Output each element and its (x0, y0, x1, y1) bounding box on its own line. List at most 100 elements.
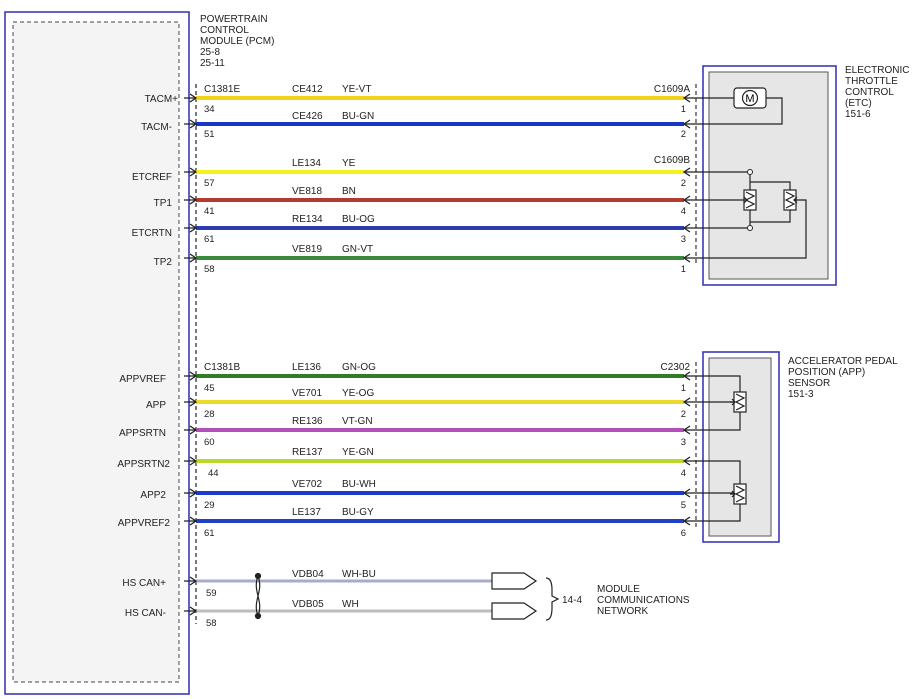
signal-label: APPVREF2 (118, 518, 171, 529)
etc-title-line: 151-6 (845, 109, 871, 120)
connector-label-pcm-top: C1381E (204, 84, 240, 95)
wire-row-tacm-plus: TACM+ 34 CE412 YE-VT 1 (145, 84, 688, 115)
far-pin-number: 2 (681, 129, 686, 140)
signal-label: APP2 (140, 490, 166, 501)
wire-row-tacm-minus: TACM- 51 CE426 BU-GN 2 (141, 111, 686, 140)
far-pin-number: 4 (681, 206, 686, 217)
signal-label: HS CAN+ (122, 578, 166, 589)
network-brace-icon (545, 577, 560, 621)
etc-title-line: (ETC) (845, 98, 872, 109)
app-potentiometer-2-icon (730, 483, 747, 505)
wire-row-appsrtn2: APPSRTN2 44 RE137 YE-GN 4 (117, 447, 686, 479)
wire-row-appvref: APPVREF 45 LE136 GN-OG 1 (119, 362, 686, 394)
circuit-id: VE818 (292, 186, 322, 197)
network-title-line: COMMUNICATIONS (597, 595, 690, 606)
signal-label: APPSRTN2 (117, 459, 170, 470)
pin-number: 29 (204, 500, 215, 511)
far-pin-number: 1 (681, 104, 686, 115)
tp1-potentiometer-icon (742, 189, 757, 211)
motor-symbol: M (745, 93, 754, 105)
can-plus-connector-icon (491, 572, 538, 590)
wire-row-appvref2: APPVREF2 61 LE137 BU-GY 6 (118, 507, 686, 539)
app-internal-wiring (696, 375, 741, 522)
far-pin-number: 3 (681, 437, 686, 448)
pcm-pin-arrows (184, 93, 198, 616)
connector-label-etc-motor: C1609A (654, 84, 690, 95)
can-minus-connector-icon (491, 602, 538, 620)
circuit-id: RE134 (292, 214, 323, 225)
wire-color-code: BU-GN (342, 111, 374, 122)
app-title: ACCELERATOR PEDAL POSITION (APP) SENSOR … (788, 356, 898, 400)
far-pin-number: 2 (681, 409, 686, 420)
pcm-title-line: 25-8 (200, 47, 220, 58)
circuit-id: VE702 (292, 479, 322, 490)
far-pin-number: 1 (681, 383, 686, 394)
wire-color-code: YE-GN (342, 447, 374, 458)
circuit-id: VDB04 (292, 569, 324, 580)
pin-number: 61 (204, 528, 215, 539)
wire-color-code: GN-OG (342, 362, 376, 373)
pcm-title-line: POWERTRAIN (200, 14, 268, 25)
pin-number: 44 (208, 468, 219, 479)
pin-number: 45 (204, 383, 215, 394)
pin-number: 58 (206, 618, 217, 629)
wire-color-code: YE (342, 158, 356, 169)
circuit-id: LE137 (292, 507, 321, 518)
app-potentiometer-1-icon (730, 391, 747, 413)
circuit-id: VE819 (292, 244, 322, 255)
circuit-id: RE137 (292, 447, 323, 458)
circuit-id: VE701 (292, 388, 322, 399)
wire-row-tp1: TP1 41 VE818 BN 4 (154, 186, 686, 217)
signal-label: HS CAN- (125, 608, 166, 619)
app-title-line: ACCELERATOR PEDAL (788, 356, 898, 367)
connector-label-pcm-bottom: C1381B (204, 362, 240, 373)
signal-label: ETCRTN (132, 228, 172, 239)
wire-row-hs-can-plus: HS CAN+ 59 VDB04 WH-BU (122, 569, 492, 599)
etc-junction-dots (747, 169, 753, 231)
signal-label: APP (146, 400, 166, 411)
twisted-pair-icon (254, 572, 262, 620)
network-title-line: MODULE (597, 584, 640, 595)
circuit-id: VDB05 (292, 599, 324, 610)
far-pin-number: 2 (681, 178, 686, 189)
motor-icon: M (733, 87, 767, 109)
pcm-title-line: 25-11 (200, 58, 225, 69)
wire-row-etcrtn: ETCRTN 61 RE134 BU-OG 3 (132, 214, 686, 245)
wire-color-code: BU-GY (342, 507, 374, 518)
etc-module-interior (708, 71, 829, 280)
signal-label: TP1 (154, 198, 173, 209)
far-pin-number: 5 (681, 500, 686, 511)
etc-title-line: THROTTLE (845, 76, 898, 87)
pin-number: 60 (204, 437, 215, 448)
network-title: MODULE COMMUNICATIONS NETWORK (597, 584, 690, 617)
circuit-id: LE134 (292, 158, 321, 169)
wire-row-etcref: ETCREF 57 LE134 YE 2 (132, 158, 686, 189)
signal-label: TP2 (154, 257, 173, 268)
far-pin-number: 1 (681, 264, 686, 275)
pcm-module-interior (12, 21, 180, 683)
wire-color-code: YE-OG (342, 388, 374, 399)
circuit-id: LE136 (292, 362, 321, 373)
app-title-line: 151-3 (788, 389, 814, 400)
wire-color-code: VT-GN (342, 416, 373, 427)
pin-number: 59 (206, 588, 217, 599)
signal-label: ETCREF (132, 172, 172, 183)
connector-label-etc-tp: C1609B (654, 155, 690, 166)
wire-color-code: BN (342, 186, 356, 197)
etc-title: ELECTRONIC THROTTLE CONTROL (ETC) 151-6 (845, 65, 909, 120)
far-pin-number: 3 (681, 234, 686, 245)
wire-row-app: APP 28 VE701 YE-OG 2 (146, 388, 686, 420)
pin-number: 41 (204, 206, 215, 217)
signal-label: APPVREF (119, 374, 166, 385)
tp2-potentiometer-icon (783, 189, 798, 211)
network-title-line: NETWORK (597, 606, 648, 617)
far-pin-number: 4 (681, 468, 686, 479)
pin-number: 34 (204, 104, 215, 115)
wire-row-hs-can-minus: HS CAN- 58 VDB05 WH (125, 599, 492, 629)
signal-label: TACM- (141, 122, 172, 133)
pin-number: 28 (204, 409, 215, 420)
etc-title-line: ELECTRONIC (845, 65, 909, 76)
wire-row-appsrtn: APPSRTN 60 RE136 VT-GN 3 (119, 416, 686, 448)
network-connector-icons (491, 572, 538, 620)
